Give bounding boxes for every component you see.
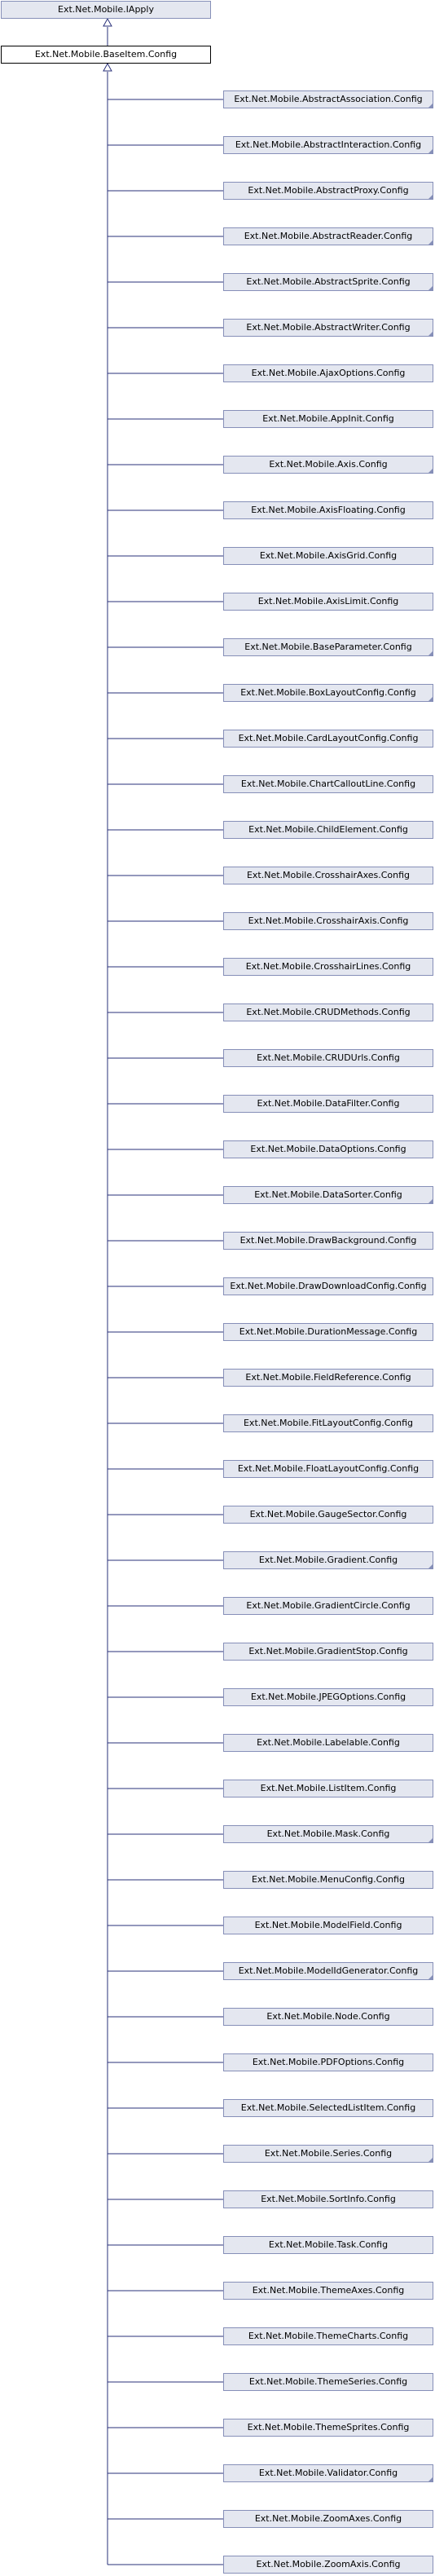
derived-class-node[interactable]: Ext.Net.Mobile.SelectedListItem.Config: [223, 2099, 433, 2117]
derived-class-node[interactable]: Ext.Net.Mobile.ListItem.Config: [223, 1780, 433, 1797]
derived-class-node[interactable]: Ext.Net.Mobile.DrawBackground.Config: [223, 1232, 433, 1250]
derived-class-node[interactable]: Ext.Net.Mobile.FieldReference.Config: [223, 1369, 433, 1387]
derived-class-node[interactable]: Ext.Net.Mobile.Task.Config: [223, 2236, 433, 2254]
derived-class-node[interactable]: Ext.Net.Mobile.SortInfo.Config: [223, 2190, 433, 2208]
derived-class-node[interactable]: Ext.Net.Mobile.Validator.Config: [223, 2464, 433, 2482]
derived-class-node[interactable]: Ext.Net.Mobile.Gradient.Config: [223, 1551, 433, 1569]
derived-class-node[interactable]: Ext.Net.Mobile.AxisLimit.Config: [223, 593, 433, 611]
derived-class-node[interactable]: Ext.Net.Mobile.AbstractInteraction.Confi…: [223, 136, 433, 154]
arrowhead-base: [103, 62, 112, 72]
derived-class-node[interactable]: Ext.Net.Mobile.CrosshairLines.Config: [223, 958, 433, 976]
derived-class-node[interactable]: Ext.Net.Mobile.DataSorter.Config: [223, 1186, 433, 1204]
derived-class-node[interactable]: Ext.Net.Mobile.ChartCalloutLine.Config: [223, 775, 433, 793]
derived-class-node[interactable]: Ext.Net.Mobile.FloatLayoutConfig.Config: [223, 1460, 433, 1478]
derived-class-node[interactable]: Ext.Net.Mobile.Axis.Config: [223, 456, 433, 474]
derived-class-node[interactable]: Ext.Net.Mobile.AbstractAssociation.Confi…: [223, 90, 433, 108]
derived-class-node[interactable]: Ext.Net.Mobile.AxisGrid.Config: [223, 547, 433, 565]
derived-class-node[interactable]: Ext.Net.Mobile.ModelField.Config: [223, 1917, 433, 1934]
derived-class-node[interactable]: Ext.Net.Mobile.ChildElement.Config: [223, 821, 433, 839]
derived-class-node[interactable]: Ext.Net.Mobile.CRUDMethods.Config: [223, 1003, 433, 1021]
derived-class-node[interactable]: Ext.Net.Mobile.ThemeCharts.Config: [223, 2327, 433, 2345]
derived-class-node[interactable]: Ext.Net.Mobile.FitLayoutConfig.Config: [223, 1414, 433, 1432]
derived-class-node[interactable]: Ext.Net.Mobile.MenuConfig.Config: [223, 1871, 433, 1889]
derived-class-node[interactable]: Ext.Net.Mobile.CardLayoutConfig.Config: [223, 730, 433, 748]
derived-class-node[interactable]: Ext.Net.Mobile.AbstractProxy.Config: [223, 182, 433, 200]
derived-class-node[interactable]: Ext.Net.Mobile.Mask.Config: [223, 1825, 433, 1843]
derived-class-node[interactable]: Ext.Net.Mobile.ZoomAxis.Config: [223, 2556, 433, 2574]
derived-class-node[interactable]: Ext.Net.Mobile.DataFilter.Config: [223, 1095, 433, 1113]
derived-class-node[interactable]: Ext.Net.Mobile.ModelIdGenerator.Config: [223, 1962, 433, 1980]
derived-class-node[interactable]: Ext.Net.Mobile.BaseParameter.Config: [223, 638, 433, 656]
derived-class-node[interactable]: Ext.Net.Mobile.ZoomAxes.Config: [223, 2510, 433, 2528]
arrowhead-root: [103, 17, 112, 27]
derived-class-node[interactable]: Ext.Net.Mobile.AbstractWriter.Config: [223, 319, 433, 337]
derived-class-node[interactable]: Ext.Net.Mobile.Series.Config: [223, 2145, 433, 2163]
derived-class-node[interactable]: Ext.Net.Mobile.GradientCircle.Config: [223, 1597, 433, 1615]
derived-class-node[interactable]: Ext.Net.Mobile.ThemeSprites.Config: [223, 2419, 433, 2437]
derived-class-node[interactable]: Ext.Net.Mobile.Node.Config: [223, 2008, 433, 2026]
derived-class-node[interactable]: Ext.Net.Mobile.DataOptions.Config: [223, 1140, 433, 1158]
derived-class-node[interactable]: Ext.Net.Mobile.GaugeSector.Config: [223, 1506, 433, 1524]
derived-class-node[interactable]: Ext.Net.Mobile.AppInit.Config: [223, 410, 433, 428]
derived-class-node[interactable]: Ext.Net.Mobile.AbstractSprite.Config: [223, 273, 433, 291]
derived-class-node[interactable]: Ext.Net.Mobile.BoxLayoutConfig.Config: [223, 684, 433, 702]
derived-class-node[interactable]: Ext.Net.Mobile.ThemeSeries.Config: [223, 2373, 433, 2391]
derived-class-node[interactable]: Ext.Net.Mobile.ThemeAxes.Config: [223, 2282, 433, 2300]
base-node-baseitem-config[interactable]: Ext.Net.Mobile.BaseItem.Config: [1, 46, 211, 64]
derived-class-node[interactable]: Ext.Net.Mobile.GradientStop.Config: [223, 1643, 433, 1661]
root-node-iapply[interactable]: Ext.Net.Mobile.IApply: [1, 1, 211, 19]
derived-class-node[interactable]: Ext.Net.Mobile.DrawDownloadConfig.Config: [223, 1277, 433, 1295]
derived-class-node[interactable]: Ext.Net.Mobile.JPEGOptions.Config: [223, 1688, 433, 1706]
derived-class-node[interactable]: Ext.Net.Mobile.AxisFloating.Config: [223, 501, 433, 519]
derived-class-node[interactable]: Ext.Net.Mobile.CRUDUrls.Config: [223, 1049, 433, 1067]
derived-class-node[interactable]: Ext.Net.Mobile.AbstractReader.Config: [223, 227, 433, 245]
derived-class-node[interactable]: Ext.Net.Mobile.Labelable.Config: [223, 1734, 433, 1752]
derived-class-node[interactable]: Ext.Net.Mobile.CrosshairAxes.Config: [223, 867, 433, 884]
derived-class-node[interactable]: Ext.Net.Mobile.AjaxOptions.Config: [223, 364, 433, 382]
derived-class-node[interactable]: Ext.Net.Mobile.DurationMessage.Config: [223, 1323, 433, 1341]
derived-class-node[interactable]: Ext.Net.Mobile.CrosshairAxis.Config: [223, 912, 433, 930]
derived-class-node[interactable]: Ext.Net.Mobile.PDFOptions.Config: [223, 2053, 433, 2071]
